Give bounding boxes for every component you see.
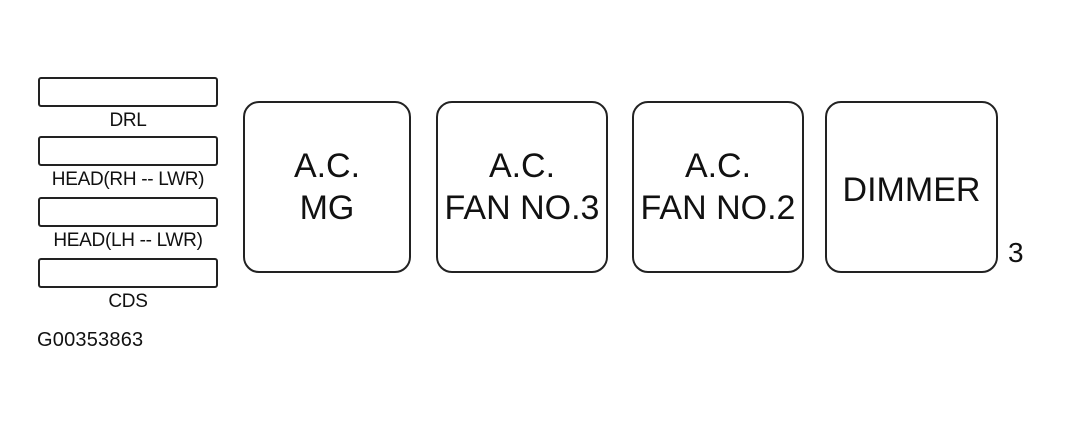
relay-ac-fan-no3-line2: FAN NO.3 xyxy=(444,189,600,227)
relay-ac-mg: A.C. MG xyxy=(243,101,411,273)
fuse-slot-cds xyxy=(38,258,218,288)
figure-id: G00353863 xyxy=(37,329,144,351)
relay-ac-fan-no3-line1: A.C. xyxy=(488,147,556,185)
fuse-slot-head-rh-lwr xyxy=(38,136,218,166)
relay-ac-mg-line1: A.C. xyxy=(293,147,361,185)
relay-ac-fan-no3: A.C. FAN NO.3 xyxy=(436,101,608,273)
fuse-label-drl: DRL xyxy=(109,110,147,131)
reference-number: 3 xyxy=(1008,237,1024,268)
relay-ac-fan-no2-line1: A.C. xyxy=(684,147,752,185)
fuse-label-head-rh-lwr: HEAD(RH -- LWR) xyxy=(51,169,205,190)
fuse-slot-drl xyxy=(38,77,218,107)
relay-ac-fan-no2-line2: FAN NO.2 xyxy=(640,189,796,227)
fuse-slot-head-lh-lwr xyxy=(38,197,218,227)
fuse-label-cds: CDS xyxy=(108,291,148,312)
relay-ac-fan-no2: A.C. FAN NO.2 xyxy=(632,101,804,273)
relay-dimmer-line1: DIMMER xyxy=(842,171,981,209)
relay-dimmer: DIMMER xyxy=(825,101,998,273)
fuse-label-head-lh-lwr: HEAD(LH -- LWR) xyxy=(53,230,203,251)
relay-ac-mg-line2: MG xyxy=(299,189,355,227)
